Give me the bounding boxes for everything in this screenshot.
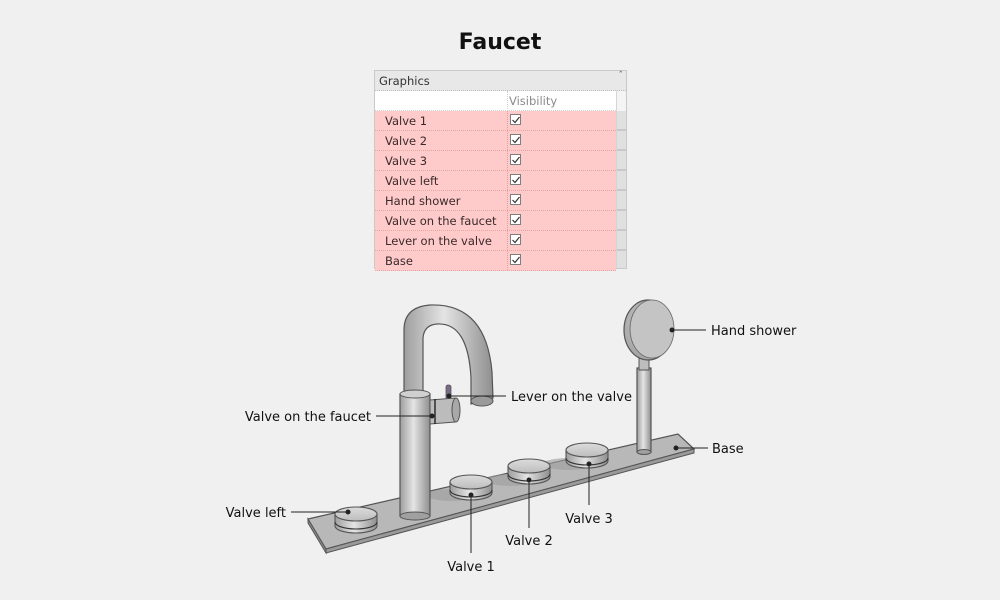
label-valve-on-the-faucet: Valve on the faucet <box>245 410 371 425</box>
row-label: Base <box>385 254 414 268</box>
row-label: Lever on the valve <box>385 234 492 248</box>
callout-base: Base <box>673 442 744 457</box>
graphics-row-valve-on-the-faucet[interactable]: Valve on the faucet <box>375 211 616 231</box>
hand-shower <box>623 299 675 455</box>
row-divider <box>507 191 508 210</box>
valve-3 <box>565 442 609 469</box>
panel-header-label: Graphics <box>379 74 430 88</box>
graphics-row-valve-3[interactable]: Valve 3 <box>375 151 616 171</box>
label-hand-shower: Hand shower <box>711 324 797 339</box>
graphics-rows: Valve 1 Valve 2 Valve 3 Valve left Hand … <box>375 111 616 271</box>
label-lever-on-the-valve: Lever on the valve <box>511 390 632 405</box>
checkmark-icon <box>512 196 520 204</box>
graphics-row-valve-1[interactable]: Valve 1 <box>375 111 616 131</box>
column-header: Visibility <box>375 91 616 111</box>
row-label: Valve left <box>385 174 439 188</box>
label-valve-3: Valve 3 <box>565 512 613 527</box>
base-plate <box>307 433 696 555</box>
row-divider <box>507 211 508 230</box>
collapse-icon[interactable]: ˆ <box>618 71 624 81</box>
graphics-panel: Graphics ˆ Visibility Valve 1 Valve 2 Va… <box>374 70 627 271</box>
graphics-row-base[interactable]: Base <box>375 251 616 271</box>
row-label: Valve 3 <box>385 154 428 168</box>
valve-2 <box>507 458 551 485</box>
callout-valve-1: Valve 1 <box>447 492 495 575</box>
callout-valve-2: Valve 2 <box>505 477 553 549</box>
row-label: Hand shower <box>385 194 461 208</box>
faucet-body <box>399 389 431 521</box>
callout-lever-on-the-valve: Lever on the valve <box>446 390 632 405</box>
visibility-checkbox[interactable] <box>510 114 521 125</box>
row-label: Valve on the faucet <box>385 214 497 228</box>
row-divider <box>507 251 508 270</box>
checkmark-icon <box>512 216 520 224</box>
graphics-row-lever-on-the-valve[interactable]: Lever on the valve <box>375 231 616 251</box>
row-label: Valve 2 <box>385 134 428 148</box>
label-valve-2: Valve 2 <box>505 534 553 549</box>
panel-header[interactable]: Graphics ˆ <box>375 71 626 91</box>
visibility-checkbox[interactable] <box>510 214 521 225</box>
valve-1 <box>449 474 493 501</box>
checkmark-icon <box>512 176 520 184</box>
visibility-column-header: Visibility <box>509 94 558 108</box>
label-valve-1: Valve 1 <box>447 560 495 575</box>
callout-valve-left: Valve left <box>226 506 351 521</box>
callout-hand-shower: Hand shower <box>669 324 797 339</box>
visibility-checkbox[interactable] <box>510 194 521 205</box>
scrollbar-track[interactable] <box>617 111 626 268</box>
column-divider <box>507 91 508 111</box>
visibility-checkbox[interactable] <box>510 234 521 245</box>
row-divider <box>507 171 508 190</box>
panel-scrollbar[interactable] <box>616 91 626 268</box>
label-valve-left: Valve left <box>226 506 286 521</box>
label-base: Base <box>712 442 744 457</box>
checkmark-icon <box>512 236 520 244</box>
row-divider <box>507 151 508 170</box>
checkmark-icon <box>512 136 520 144</box>
faucet-spout <box>403 304 494 407</box>
graphics-row-hand-shower[interactable]: Hand shower <box>375 191 616 211</box>
row-divider <box>507 131 508 150</box>
graphics-row-valve-left[interactable]: Valve left <box>375 171 616 191</box>
checkmark-icon <box>512 156 520 164</box>
checkmark-icon <box>512 256 520 264</box>
callout-valve-on-the-faucet: Valve on the faucet <box>245 410 435 425</box>
row-label: Valve 1 <box>385 114 428 128</box>
valve-left <box>334 506 378 534</box>
row-divider <box>507 111 508 130</box>
graphics-row-valve-2[interactable]: Valve 2 <box>375 131 616 151</box>
page-title: Faucet <box>458 30 542 55</box>
visibility-checkbox[interactable] <box>510 254 521 265</box>
visibility-checkbox[interactable] <box>510 134 521 145</box>
visibility-checkbox[interactable] <box>510 154 521 165</box>
row-divider <box>507 231 508 250</box>
checkmark-icon <box>512 116 520 124</box>
visibility-checkbox[interactable] <box>510 174 521 185</box>
valve-on-the-faucet <box>429 397 461 425</box>
callout-valve-3: Valve 3 <box>565 461 613 527</box>
